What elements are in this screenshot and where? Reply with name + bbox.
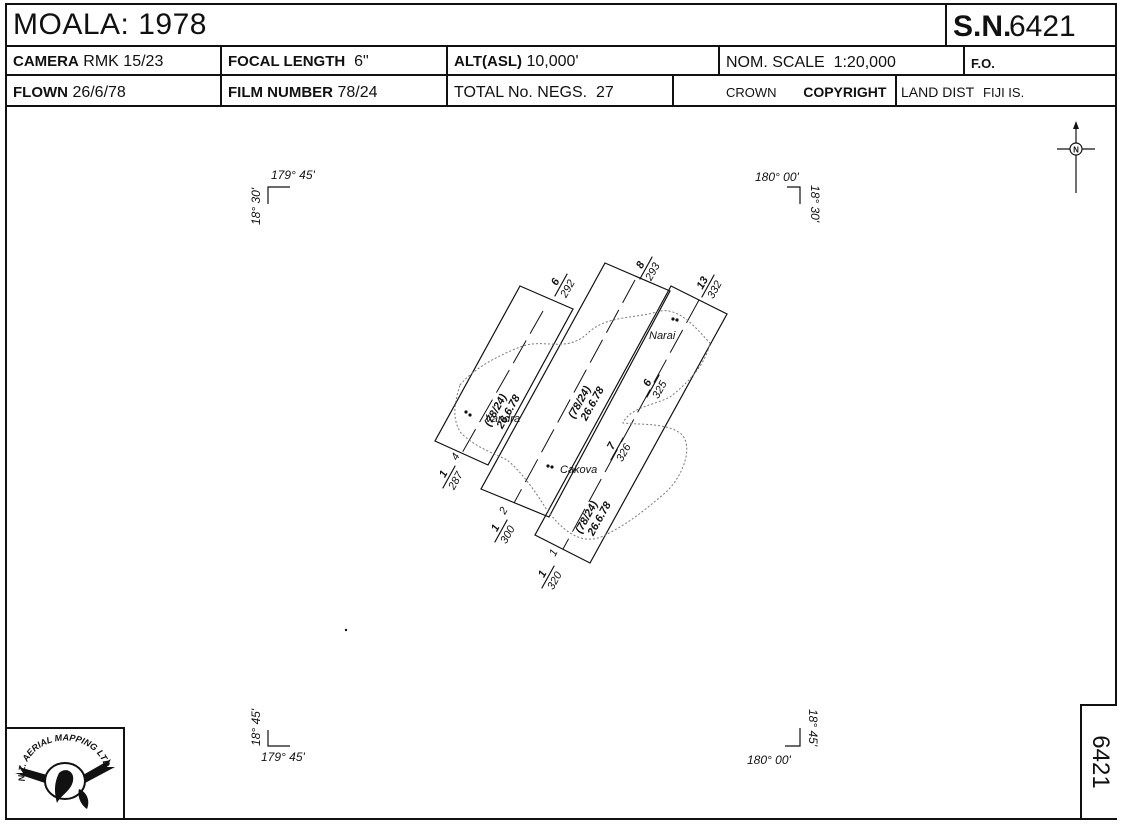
- nominal-scale-cell: NOM. SCALE 1:20,000: [720, 47, 965, 74]
- nominal-scale-label: NOM. SCALE: [726, 54, 825, 71]
- crown-label: CROWN: [726, 85, 777, 100]
- corner-mark-ne: 180° 00' 18° 30': [755, 170, 822, 223]
- svg-text:325: 325: [650, 378, 670, 401]
- total-negs-value: 27: [595, 84, 614, 101]
- corner-mark-sw: 179° 45' 18° 45': [249, 708, 306, 764]
- sheet-number-stamp: 6421: [1080, 704, 1117, 820]
- strip-number-1: 1: [547, 547, 560, 558]
- strip-1-label: (78/24) 26.6.78: [482, 392, 523, 432]
- flight-strip-2: [480, 262, 671, 518]
- focal-length-value: 6": [354, 53, 369, 70]
- altitude-cell: ALT(ASL) 10,000': [448, 47, 720, 74]
- se-longitude: 180° 00': [747, 753, 792, 767]
- svg-text:6: 6: [549, 276, 563, 288]
- film-number-cell: FILM NUMBER 78/24: [222, 76, 448, 105]
- svg-text:320: 320: [545, 569, 565, 592]
- focal-length-cell: FOCAL LENGTH 6": [222, 47, 448, 74]
- svg-text:287: 287: [446, 469, 466, 493]
- place-label-vandra: Vandra: [485, 413, 520, 425]
- total-negs-cell: TOTAL No. NEGS. 27: [448, 76, 674, 105]
- svg-text:300: 300: [498, 523, 518, 546]
- island-coastline: [454, 310, 711, 540]
- fo-cell: F.O.: [965, 47, 1119, 74]
- se-latitude: 18° 45': [806, 709, 820, 747]
- flight-strip-1: [434, 285, 574, 466]
- svg-text:326: 326: [614, 441, 634, 464]
- svg-text:292: 292: [558, 278, 578, 301]
- camera-label: CAMERA: [13, 53, 79, 70]
- frame-label-6-325: 6 325: [641, 374, 670, 401]
- frame-label-1-320: 1 320: [536, 565, 565, 592]
- north-label: N: [1073, 146, 1079, 155]
- altitude-label: ALT(ASL): [454, 53, 523, 70]
- frame-label-1-287: 1 287: [437, 465, 466, 493]
- copyright-label: COPYRIGHT: [803, 84, 887, 100]
- svg-text:7: 7: [605, 440, 619, 452]
- serial-number: 6421: [1009, 10, 1076, 43]
- total-negs-label: TOTAL No. NEGS.: [454, 84, 588, 101]
- film-number-value: 78/24: [337, 84, 378, 101]
- place-label-narai: Narai: [649, 330, 676, 342]
- flight-plan-map: 179° 45' 18° 30' 180° 00' 18° 30' 179° 4…: [249, 121, 1095, 767]
- serial-number-box: S.N. 6421: [945, 5, 1119, 45]
- north-arrow-icon: N: [1057, 121, 1095, 193]
- svg-text:8: 8: [634, 259, 648, 271]
- nominal-scale-value: 1:20,000: [833, 54, 896, 71]
- place-narai: Narai: [649, 317, 679, 342]
- strip-number-4: 4: [449, 451, 462, 462]
- camera-value: RMK 15/23: [83, 53, 164, 70]
- flight-info-row: FLOWN 26/6/78 FILM NUMBER 78/24 TOTAL No…: [7, 76, 1115, 107]
- serial-number-prefix: S.N.: [953, 10, 1012, 43]
- sw-longitude: 179° 45': [261, 750, 306, 764]
- nw-latitude: 18° 30': [249, 187, 263, 225]
- sheet-title: MOALA: 1978: [13, 8, 207, 41]
- corner-mark-se: 180° 00' 18° 45': [747, 709, 820, 767]
- strip-number-2: 2: [497, 505, 511, 517]
- flown-label: FLOWN: [13, 84, 68, 101]
- altitude-value: 10,000': [526, 53, 579, 70]
- stamp-number: 6421: [1086, 735, 1114, 789]
- stray-mark: [344, 628, 348, 632]
- map-sheet: MOALA: 1978 S.N. 6421 CAMERA RMK 15/23 F…: [5, 3, 1117, 820]
- frame-label-6-292: 6 292: [549, 273, 578, 301]
- film-number-label: FILM NUMBER: [228, 84, 333, 101]
- place-cakova: Cakova: [546, 464, 597, 476]
- svg-text:6: 6: [641, 377, 655, 389]
- corner-mark-nw: 179° 45' 18° 30': [249, 168, 316, 225]
- flown-cell: FLOWN 26/6/78: [7, 76, 222, 105]
- copyright-cell: CROWN COPYRIGHT: [674, 76, 897, 105]
- svg-text:1: 1: [437, 469, 450, 480]
- land-district-value: FIJI IS.: [983, 85, 1025, 100]
- camera-cell: CAMERA RMK 15/23: [7, 47, 222, 74]
- frame-label-1-300: 1 300: [489, 519, 518, 546]
- logo-box: N.Z. AERIAL MAPPING LTD: [5, 727, 125, 820]
- fo-label: F.O.: [971, 56, 995, 71]
- flown-value: 26/6/78: [72, 84, 126, 101]
- land-district-label: LAND DIST: [901, 84, 975, 100]
- title-row: MOALA: 1978 S.N. 6421: [7, 5, 1115, 47]
- ne-longitude: 180° 00': [755, 170, 800, 184]
- svg-text:1: 1: [536, 569, 549, 580]
- svg-text:1: 1: [489, 523, 502, 534]
- ne-latitude: 18° 30': [808, 185, 822, 223]
- nw-longitude: 179° 45': [271, 168, 316, 182]
- camera-info-row: CAMERA RMK 15/23 FOCAL LENGTH 6" ALT(ASL…: [7, 47, 1115, 76]
- focal-length-label: FOCAL LENGTH: [228, 53, 346, 70]
- flight-strip-3: [534, 285, 728, 564]
- aerial-mapping-logo-icon: N.Z. AERIAL MAPPING LTD: [15, 732, 115, 809]
- land-district-cell: LAND DIST FIJI IS.: [897, 76, 1119, 105]
- place-label-cakova: Cakova: [560, 464, 597, 476]
- sw-latitude: 18° 45': [249, 708, 263, 746]
- place-vandra: Vandra: [464, 410, 520, 425]
